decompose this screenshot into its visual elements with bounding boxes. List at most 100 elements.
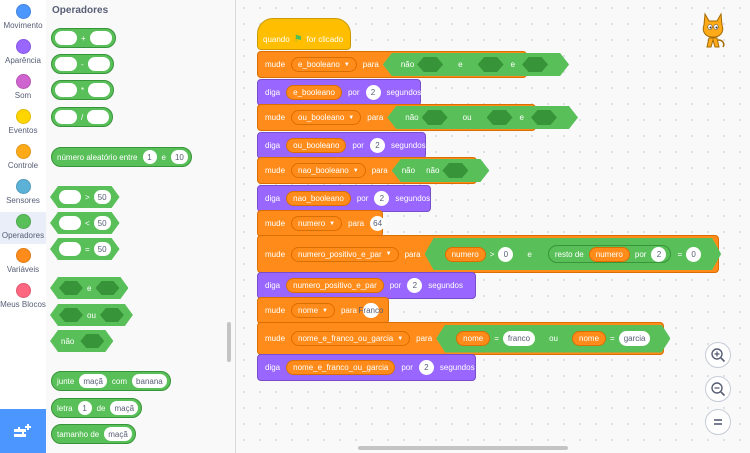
variable-dropdown[interactable]: nome▼ <box>291 303 335 318</box>
say-numero-positivo-e-par-block[interactable]: diga numero_positivo_e_par por 2 segundo… <box>257 272 476 299</box>
zero-input[interactable]: 0 <box>686 247 701 262</box>
variable-dropdown[interactable]: numero_positivo_e_par▼ <box>291 246 399 262</box>
multiply-block[interactable]: * <box>51 80 115 100</box>
set-e-booleano-block[interactable]: mude e_booleano▼ para não e e <box>257 51 527 78</box>
operand-slot[interactable] <box>87 110 110 124</box>
category-variables[interactable]: Variáveis <box>0 248 46 274</box>
divide-block[interactable]: / <box>51 107 114 127</box>
category-sound[interactable]: Som <box>0 74 46 100</box>
variable-reporter[interactable]: nao_booleano <box>286 191 351 206</box>
add-block[interactable]: + <box>51 28 116 48</box>
variable-reporter[interactable]: nome_e_franco_ou_garcia <box>286 360 396 375</box>
franco-input[interactable]: franco <box>503 331 535 346</box>
join-b-input[interactable]: banana <box>132 374 167 388</box>
zoom-reset-button[interactable] <box>705 409 731 435</box>
boolean-slot[interactable] <box>531 110 557 125</box>
set-numero-positivo-e-par-block[interactable]: mude numero_positivo_e_par▼ para numero>… <box>257 235 719 273</box>
category-my-blocks[interactable]: Meus Blocos <box>0 283 46 309</box>
boolean-slot[interactable] <box>417 57 443 72</box>
palette-scrollbar[interactable] <box>227 322 231 362</box>
seconds-input[interactable]: 2 <box>374 191 390 206</box>
zoom-out-button[interactable] <box>705 376 731 402</box>
or-expression[interactable]: não ou e <box>387 106 578 129</box>
equals-block[interactable]: =50 <box>50 238 120 260</box>
and-expression-inner[interactable]: e <box>469 53 557 76</box>
and-expression[interactable]: não e e <box>383 53 569 76</box>
variable-dropdown[interactable]: nao_booleano▼ <box>291 163 366 178</box>
set-ou-booleano-block[interactable]: mude ou_booleano▼ para não ou e <box>257 104 536 131</box>
category-events[interactable]: Eventos <box>0 109 46 135</box>
boolean-slot[interactable] <box>422 110 448 125</box>
seconds-input[interactable]: 2 <box>369 138 385 153</box>
set-nome-block[interactable]: mude nome▼ para Franco <box>257 297 389 324</box>
less-value-input[interactable]: 50 <box>94 216 111 230</box>
join-a-input[interactable]: maçã <box>79 374 107 388</box>
not-expression[interactable]: não <box>399 106 456 129</box>
subtract-block[interactable]: - <box>51 54 114 74</box>
category-control[interactable]: Controle <box>0 144 46 170</box>
equals-expression[interactable]: nome=garcia <box>564 327 658 350</box>
letter-index-input[interactable]: 1 <box>77 401 92 415</box>
not-expression[interactable]: não não <box>392 159 490 182</box>
say-e-booleano-block[interactable]: diga e_booleano por 2 segundos <box>257 79 421 106</box>
add-extension-button[interactable] <box>0 409 46 453</box>
zoom-in-button[interactable] <box>705 342 731 368</box>
not-expression[interactable]: não <box>395 53 452 76</box>
operand-slot[interactable] <box>59 190 81 204</box>
not-block[interactable]: não <box>50 330 113 352</box>
not-expression-inner[interactable]: não <box>420 159 477 182</box>
numero-reporter[interactable]: numero <box>589 247 630 262</box>
operand-slot[interactable] <box>87 57 110 71</box>
and-block[interactable]: e <box>50 277 128 299</box>
letter-word-input[interactable]: maçã <box>110 401 139 415</box>
operand-slot[interactable] <box>89 31 112 45</box>
greater-value-input[interactable]: 50 <box>94 190 111 204</box>
category-operators[interactable]: Operadores <box>0 212 46 244</box>
operand-slot[interactable] <box>88 83 111 97</box>
operand-slot[interactable] <box>55 83 77 97</box>
boolean-slot[interactable] <box>478 57 504 72</box>
operand-slot[interactable] <box>59 216 81 230</box>
equals-expression[interactable]: nome=franco <box>448 327 543 350</box>
operand-slot[interactable] <box>59 242 81 256</box>
say-ou-booleano-block[interactable]: diga ou_booleano por 2 segundos <box>257 132 426 159</box>
category-sensing[interactable]: Sensores <box>0 179 46 205</box>
variable-reporter[interactable]: e_booleano <box>286 85 342 100</box>
when-flag-clicked-block[interactable]: quando ⚑ for clicado <box>257 18 351 50</box>
set-nome-e-franco-ou-garcia-block[interactable]: mude nome_e_franco_ou_garcia▼ para nome=… <box>257 322 664 355</box>
operand-slot[interactable] <box>55 110 77 124</box>
script-area[interactable]: quando ⚑ for clicado mude e_booleano▼ pa… <box>236 0 750 453</box>
category-motion[interactable]: Movimento <box>0 4 46 30</box>
script-area-scrollbar[interactable] <box>358 446 568 450</box>
operand-slot[interactable] <box>55 57 77 71</box>
say-nome-e-franco-ou-garcia-block[interactable]: diga nome_e_franco_ou_garcia por 2 segun… <box>257 354 476 381</box>
or-expression[interactable]: nome=franco ou nome=garcia <box>436 325 670 353</box>
seconds-input[interactable]: 2 <box>365 85 381 100</box>
garcia-input[interactable]: garcia <box>619 331 651 346</box>
operand-slot[interactable] <box>55 31 77 45</box>
seconds-input[interactable]: 2 <box>418 360 434 375</box>
seconds-input[interactable]: 2 <box>407 278 423 293</box>
set-nao-booleano-block[interactable]: mude nao_booleano▼ para não não <box>257 157 477 184</box>
nome-reporter[interactable]: nome <box>456 331 490 346</box>
and-expression[interactable]: e <box>478 106 566 129</box>
boolean-slot[interactable] <box>522 57 548 72</box>
less-than-block[interactable]: <50 <box>50 212 120 234</box>
boolean-slot[interactable] <box>487 110 513 125</box>
boolean-slot[interactable] <box>59 281 83 295</box>
or-block[interactable]: ou <box>50 304 133 326</box>
boolean-slot[interactable] <box>59 308 83 322</box>
variable-dropdown[interactable]: nome_e_franco_ou_garcia▼ <box>291 331 411 346</box>
set-numero-block[interactable]: mude numero▼ para 64 <box>257 210 386 237</box>
say-nao-booleano-block[interactable]: diga nao_booleano por 2 segundos <box>257 185 431 212</box>
equals-value-input[interactable]: 50 <box>94 242 111 256</box>
boolean-slot[interactable] <box>95 281 119 295</box>
boolean-slot[interactable] <box>442 163 468 178</box>
variable-dropdown[interactable]: numero▼ <box>291 216 343 231</box>
